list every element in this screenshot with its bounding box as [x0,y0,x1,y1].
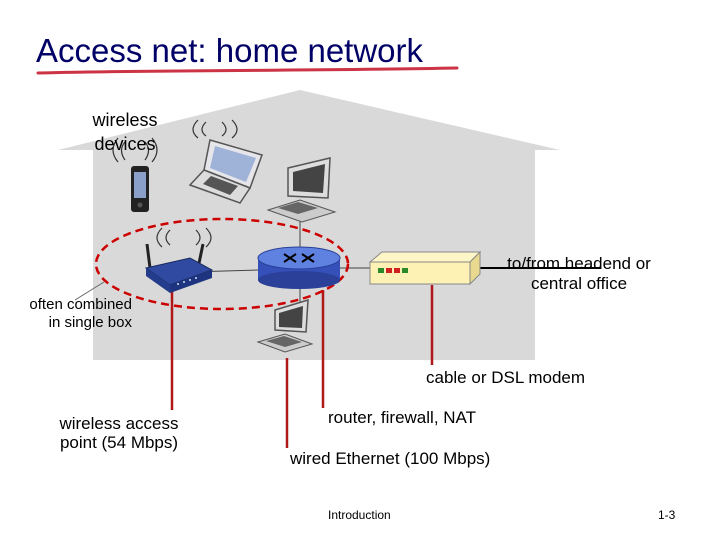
laptop-icon [188,139,263,204]
ethernet-label: wired Ethernet (100 Mbps) [290,449,491,468]
headend-label: to/from headend or central office [490,254,668,294]
cable-modem-label: cable or DSL modem [426,368,586,387]
headend-line-1: to/from headend or [507,254,651,273]
wireless-access-point-label: wireless access point (54 Mbps) [50,414,188,452]
router-icon [257,246,341,289]
page-number: 1-3 [658,508,676,522]
wireless-devices-line-2: devices [94,134,156,154]
footer-left: Introduction [328,508,391,522]
wifi-waves-icon [192,119,238,139]
combined-box-oval [94,217,350,311]
wireless-devices-label: wireless devices [88,108,162,156]
headend-line-2: central office [530,274,628,293]
title-underline [36,66,459,75]
combined-pointer [74,281,105,301]
wireless-router-icon [144,243,214,293]
combined-label: often combined in single box [10,296,132,332]
wifi-waves-icon [112,137,158,163]
wap-line-1: wireless access [59,414,179,433]
callout-lines [170,285,434,448]
desktop-pc-icon [256,298,314,353]
slide-title: Access net: home network [36,32,424,69]
desktop-pc-icon [266,157,337,223]
cable-modem-icon [368,250,482,286]
router-label: router, firewall, NAT [328,408,477,427]
combined-line-2: in single box [48,314,132,331]
smartphone-icon [131,166,149,212]
wireless-devices-line-1: wireless [92,110,158,130]
wifi-waves-icon [156,227,212,248]
wap-line-2: point (54 Mbps) [59,433,179,452]
combined-line-1: often combined [29,296,132,313]
house-shape [58,90,560,360]
